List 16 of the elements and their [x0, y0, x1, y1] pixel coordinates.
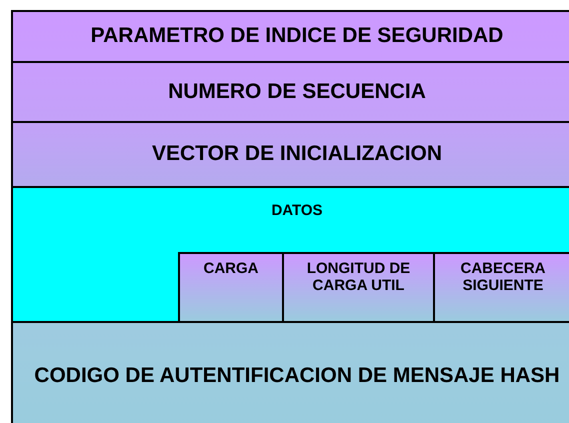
data-section — [11, 186, 569, 323]
field-label: CARGA — [204, 260, 258, 278]
field-cell — [433, 252, 569, 323]
field-label: NUMERO DE SECUENCIA — [168, 80, 426, 104]
field-row — [11, 121, 569, 188]
field-row — [11, 10, 569, 63]
field-label: VECTOR DE INICIALIZACION — [152, 142, 442, 167]
field-label: PARAMETRO DE INDICE DE SEGURIDAD — [90, 24, 504, 49]
field-label: LONGITUD DE CARGA UTIL — [306, 260, 412, 294]
field-row — [11, 61, 569, 123]
field-cell — [178, 252, 284, 323]
field-label: CABECERA SIGUIENTE — [459, 260, 546, 294]
field-label: CODIGO DE AUTENTIFICACION DE MENSAJE HASH — [34, 364, 560, 388]
section-title: DATOS — [270, 202, 324, 220]
field-row — [11, 321, 569, 423]
field-cell — [282, 252, 435, 323]
